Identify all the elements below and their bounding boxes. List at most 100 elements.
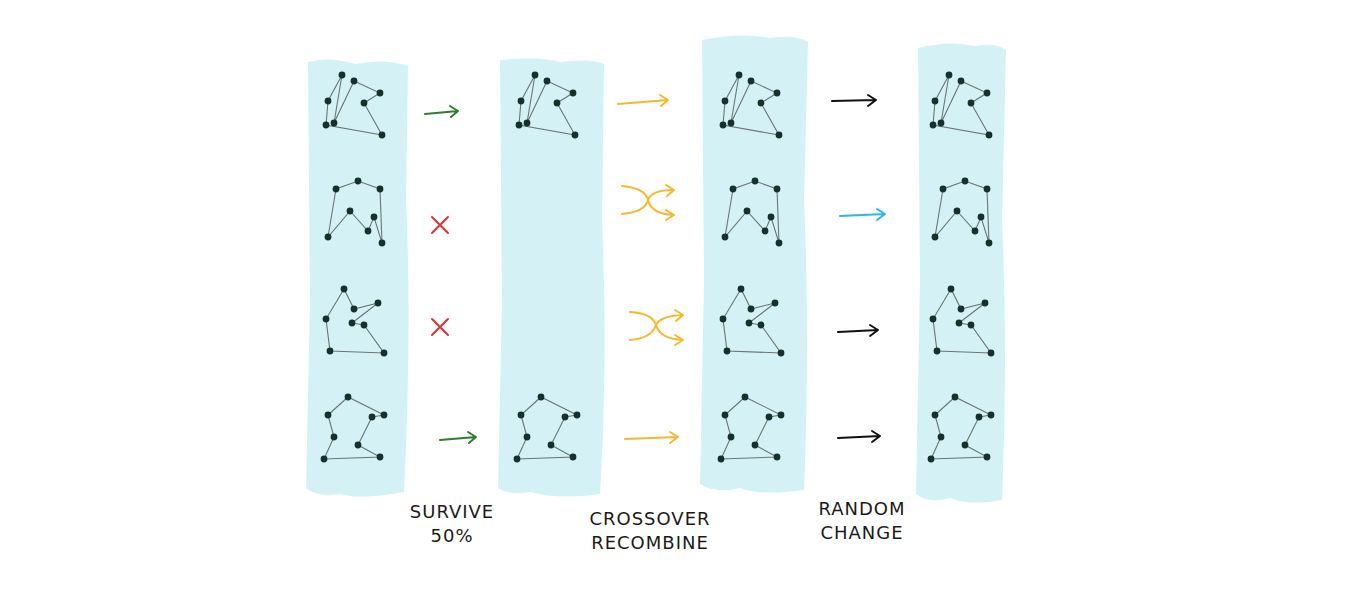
tour (323, 72, 386, 139)
population-band (498, 58, 605, 496)
city-dot (988, 412, 995, 419)
city-dot (728, 120, 735, 127)
city-dot (938, 120, 945, 127)
city-dot (516, 122, 523, 129)
city-dot (562, 414, 569, 421)
city-dot (381, 412, 388, 419)
city-dot (544, 78, 551, 85)
city-dot (752, 178, 759, 185)
city-dot (323, 122, 330, 129)
tour (928, 394, 995, 463)
city-dot (962, 178, 969, 185)
city-dot (722, 234, 729, 241)
city-dot (984, 186, 991, 193)
city-dot (932, 234, 939, 241)
tour-path (517, 397, 577, 459)
mutation-arrows (832, 95, 880, 442)
city-dot (325, 234, 332, 241)
city-dot (778, 350, 785, 357)
city-dot (355, 442, 362, 449)
city-dot (365, 228, 372, 235)
city-dot (718, 456, 725, 463)
eliminated-marks (432, 217, 448, 335)
city-dot (940, 186, 947, 193)
city-dot (570, 90, 577, 97)
city-dot (349, 320, 356, 327)
tour-path (935, 181, 989, 243)
tour (514, 394, 581, 463)
city-dot (972, 228, 979, 235)
city-dot (934, 348, 941, 355)
city-dot (978, 214, 985, 221)
city-dot (968, 100, 975, 107)
city-dot (518, 412, 525, 419)
city-dot (339, 72, 346, 79)
city-dot (570, 454, 577, 461)
tour (720, 72, 783, 139)
city-dot (742, 394, 749, 401)
city-dot (355, 178, 362, 185)
city-dot (984, 90, 991, 97)
city-dot (377, 454, 384, 461)
city-dot (724, 348, 731, 355)
city-dot (728, 434, 735, 441)
city-dot (988, 350, 995, 357)
tour (722, 178, 783, 247)
city-dot (766, 414, 773, 421)
city-dot (720, 122, 727, 129)
city-dot (361, 322, 368, 329)
city-dot (768, 214, 775, 221)
city-dot (762, 228, 769, 235)
city-dot (932, 98, 939, 105)
tour-path (721, 397, 781, 459)
city-dot (976, 414, 983, 421)
city-dot (327, 348, 334, 355)
city-dot (548, 442, 555, 449)
city-dot (774, 454, 781, 461)
city-dot (351, 78, 358, 85)
city-dot (928, 456, 935, 463)
city-dot (574, 412, 581, 419)
city-dot (321, 456, 328, 463)
survive-arrows (425, 106, 476, 443)
city-dot (572, 132, 579, 139)
city-dot (377, 186, 384, 193)
city-dot (776, 132, 783, 139)
city-dot (746, 320, 753, 327)
city-dot (986, 132, 993, 139)
population-bands (306, 35, 1006, 502)
city-dot (331, 434, 338, 441)
city-dot (532, 72, 539, 79)
city-dot (554, 100, 561, 107)
city-dot (325, 412, 332, 419)
city-dot (379, 240, 386, 247)
tour-path (519, 75, 575, 135)
city-dot (958, 306, 965, 313)
city-dot (538, 394, 545, 401)
tour-path (725, 181, 779, 243)
city-dot (772, 300, 779, 307)
tour (516, 72, 579, 139)
city-dot (752, 442, 759, 449)
city-dot (347, 208, 354, 215)
city-dot (774, 90, 781, 97)
city-dot (952, 394, 959, 401)
city-dot (982, 300, 989, 307)
city-dot (738, 286, 745, 293)
population-band (306, 59, 409, 496)
city-dot (948, 286, 955, 293)
city-dot (730, 186, 737, 193)
tour (325, 178, 386, 247)
city-dot (778, 412, 785, 419)
city-dot (361, 100, 368, 107)
city-dot (930, 122, 937, 129)
tour (930, 286, 995, 357)
tour (932, 178, 993, 247)
city-dot (986, 240, 993, 247)
city-dot (930, 316, 937, 323)
tour (321, 394, 388, 463)
city-dot (351, 306, 358, 313)
tour-path (328, 181, 382, 243)
population-band (916, 43, 1006, 502)
city-dot (375, 300, 382, 307)
